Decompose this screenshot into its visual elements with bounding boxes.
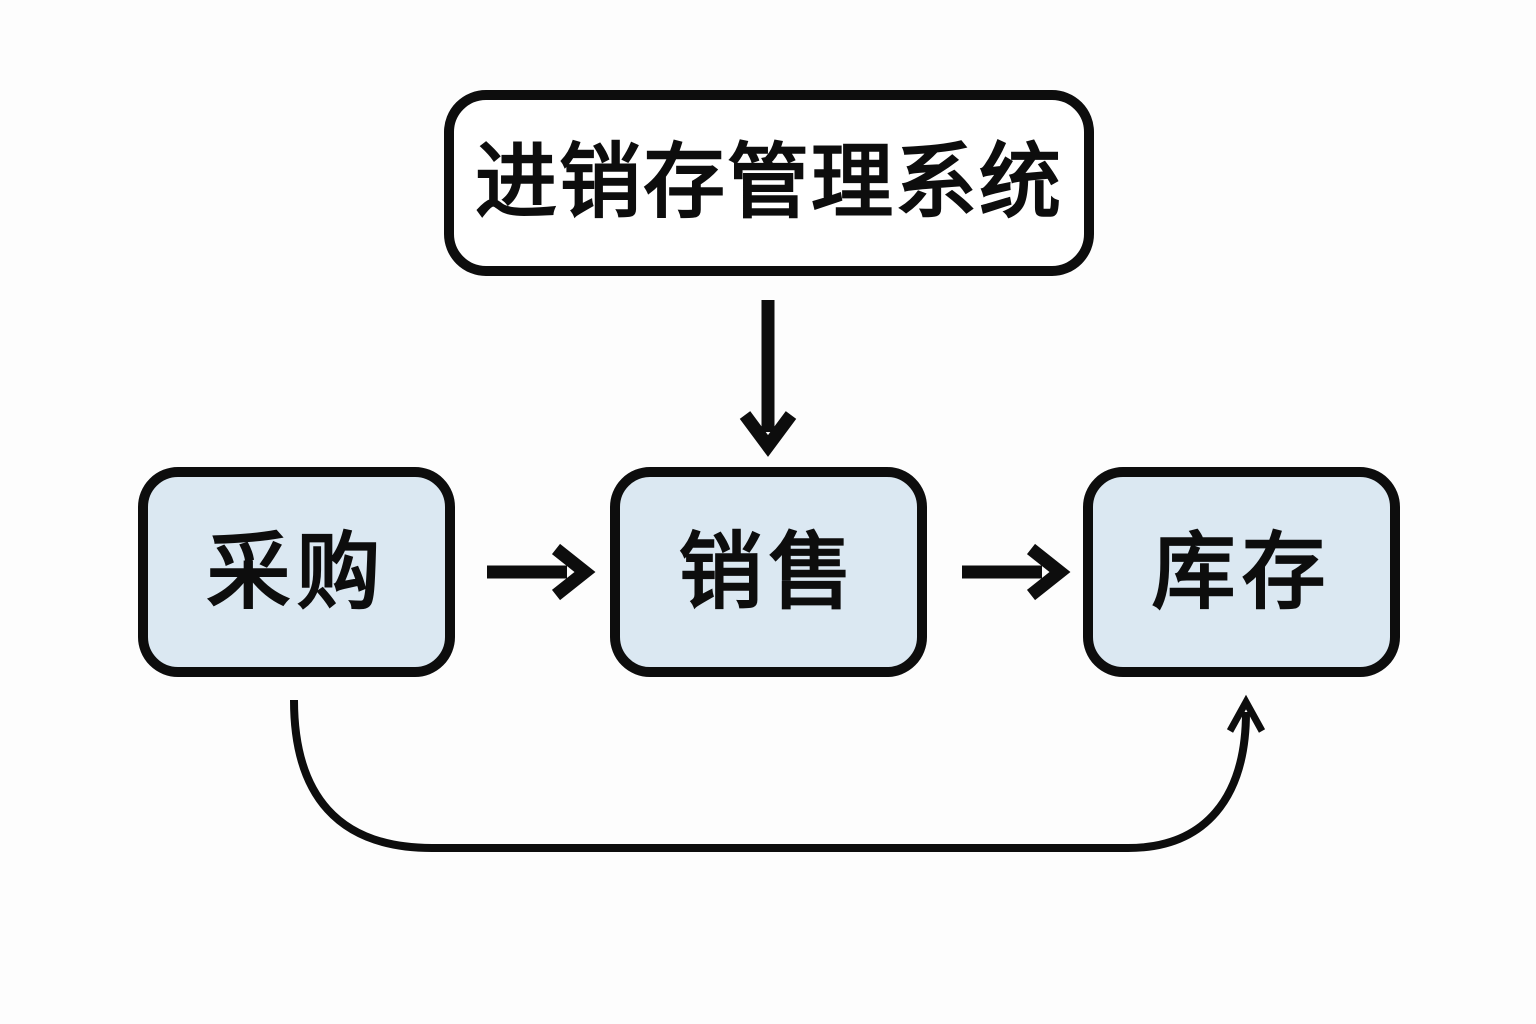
arrow-down-head-icon [739,411,797,457]
node-purchase: 采购 [138,467,455,677]
system-title-label: 进销存管理系统 [474,137,1063,228]
purchase-label: 采购 [206,525,387,619]
sales-label: 销售 [678,525,859,619]
node-system-title: 进销存管理系统 [444,90,1094,276]
edge-purchase-to-inventory [290,694,1266,852]
arrow-up-head-icon [1226,694,1266,733]
edge-sales-to-inventory [962,543,1071,601]
node-sales: 销售 [610,467,927,677]
arrow-right-head-icon [551,543,596,601]
edge-system-to-sales [739,300,797,457]
node-inventory: 库存 [1083,467,1400,677]
inventory-label: 库存 [1151,525,1332,619]
edge-purchase-to-sales [487,543,596,601]
arrow-right-head-icon [1026,543,1071,601]
